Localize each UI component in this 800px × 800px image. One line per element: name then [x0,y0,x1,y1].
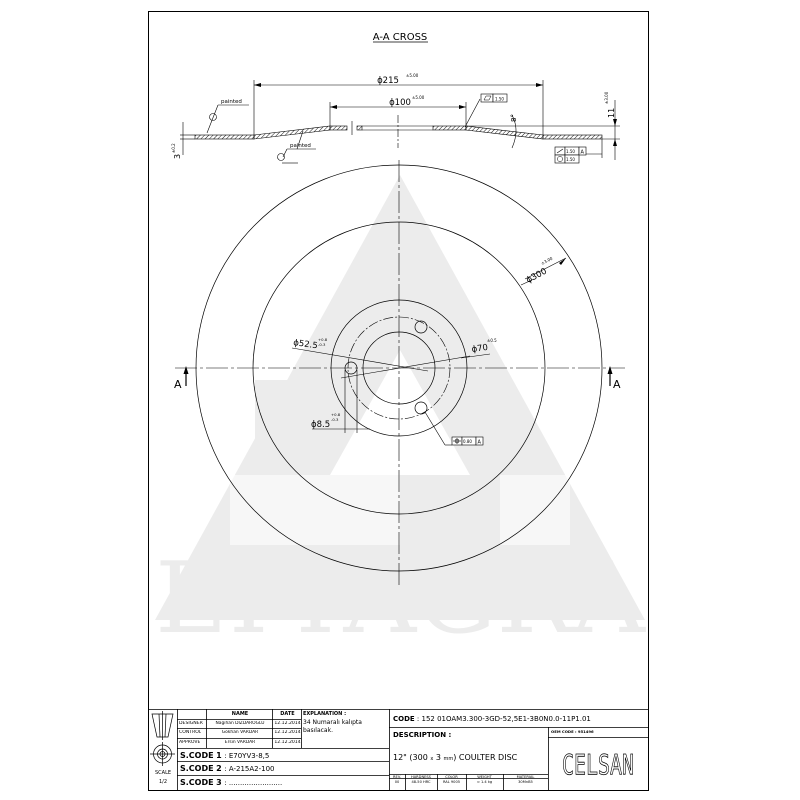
scale-label: SCALE [154,770,172,776]
header-name: NAME [231,711,249,717]
dim-outer-plan: ϕ300 [525,267,549,286]
title-block-grid [148,709,649,790]
runout-datum: A [581,150,585,156]
dim-inner-cross-tol: ±5.00 [412,95,425,100]
spec-header-color: COLOR [445,775,458,779]
brand-logo: CELSAN [562,748,634,781]
dim-thickness-tol: ±0.2 [171,143,176,153]
watermark-logo [155,175,645,620]
flatness-tol: 1.50 [495,97,504,102]
scode-1: S.CODE 1 : E70YV3-8,5 [180,751,270,760]
position-datum: A [478,440,482,446]
roundness-tol: 1.50 [566,157,575,162]
spec-header-weight: WEIGHT [477,775,492,779]
name-control: Gökhan VARDAR [221,730,259,735]
date-control: 12.12.2014 [274,730,301,735]
scode-3: S.CODE 3 : ........................ [180,778,283,787]
spec-value-color: RAL 9005 [442,780,461,784]
spec-value-weight: ≈ 1.4 kg [476,780,493,784]
runout-tol: 1.50 [566,149,575,154]
dim-hole-tol-lower: -0.3 [331,417,339,422]
cross-section-view [180,80,620,164]
section-marker-left: A [174,366,189,391]
spec-value-rev: 00 [394,780,400,784]
date-approve: 12.12.2014 [274,740,301,745]
explanation-line-2: basılacak. [303,727,333,734]
scale-value: 1/2 [158,779,168,785]
projection-symbol-icon [150,711,175,766]
plan-view [175,160,625,585]
position-tol: 0.80 [463,439,472,444]
dim-bolt-circle: ϕ70 [471,343,489,355]
name-designer: Nagihan DIZDAROGLU [215,721,265,726]
dim-outer-cross: ϕ215 [377,76,399,86]
header-explanation: EXPLANATION : [303,711,347,717]
date-designer: 12.12.2014 [274,721,301,726]
note-painted-1: painted [221,99,242,105]
header-date: DATE [280,711,295,717]
bolt-hole-3 [414,401,428,415]
section-title: A-A CROSS [373,32,428,43]
dim-height: 11 [607,108,616,118]
spec-value-material: 30MnB5 [518,780,533,784]
description-value: 12" (300 x 3 mm) COULTER DISC [393,753,518,762]
note-painted-2: painted [290,143,311,149]
description-label: DESCRIPTION : [393,731,452,739]
watermark-text: LYTAGRA [155,542,646,656]
dim-thickness: 3 [173,154,182,159]
sheet-frame [148,11,649,791]
code-field: CODE : 152 01OAM3.300-3GD-52,5E1-3B0N0.0… [393,715,591,723]
dim-inner-cross: ϕ100 [389,98,411,108]
spec-header-hardness: HARDNESS [411,775,431,779]
svg-text:A: A [174,378,182,391]
dim-bore-tol-lower: -0.3 [318,342,326,347]
plan-dimensions [291,257,567,446]
dim-bore: ϕ52.5 [293,338,319,351]
oem-code: OEM CODE : 951496 [551,729,594,734]
angle-label: 8° [510,114,518,122]
svg-text:A: A [613,378,621,391]
name-approve: Ersin VARDAR [224,740,256,745]
dim-hole: ϕ8.5 [311,420,330,430]
spec-header-material: MATERIAL [516,775,535,779]
explanation-line-1: 34 Numaralı kalıpta [303,719,362,726]
role-approve: APPROVE [179,740,201,745]
dim-bolt-circle-tol: ±0.5 [487,338,497,343]
role-control: CONTROL [179,730,202,735]
title-block: SCALE 1/2 NAME DATE EXPLANATION : DESIGN… [148,709,649,790]
dim-bore-tol-upper: +0.8 [318,337,328,342]
scode-2: S.CODE 2 : A-215A2-100 [180,764,275,773]
dim-outer-cross-tol: ±5.00 [406,73,419,78]
spec-header-rev: REV. [393,775,401,779]
dim-height-tol: ±3.00 [604,91,609,104]
bolt-hole-1 [414,320,428,334]
section-marker-right: A [607,366,621,391]
dim-outer-plan-tol: ±3.00 [540,255,554,265]
role-designer: DESIGNER [179,721,203,726]
spec-value-hardness: 48-50 HRC [411,780,431,784]
dim-hole-tol-upper: +0.8 [331,412,341,417]
